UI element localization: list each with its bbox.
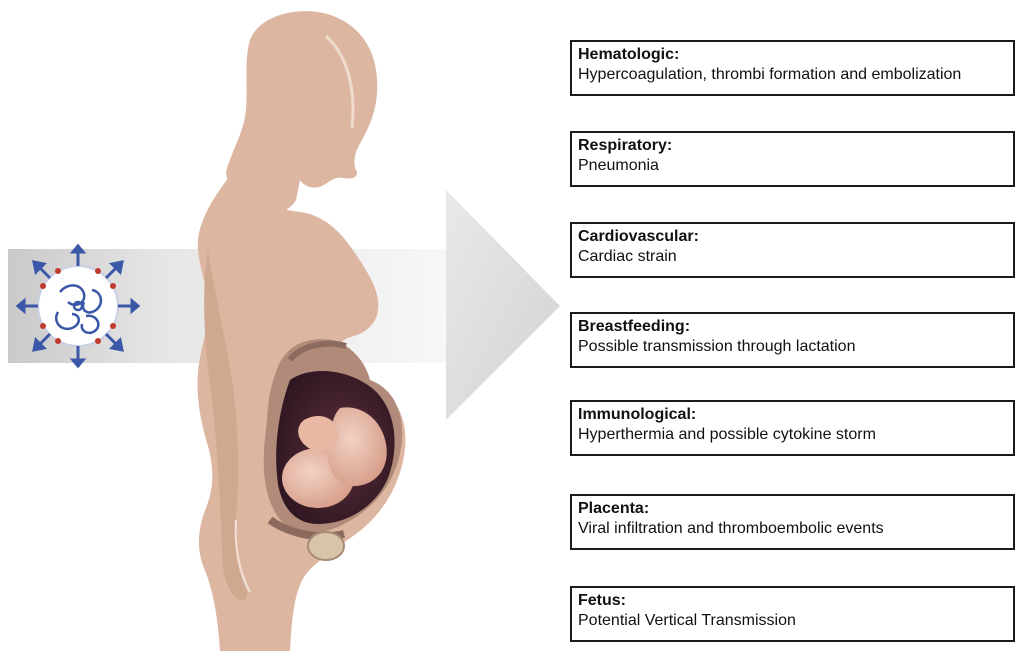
effect-title: Immunological:	[578, 405, 1007, 425]
effect-immunological: Immunological: Hyperthermia and possible…	[570, 400, 1015, 456]
effect-respiratory: Respiratory: Pneumonia	[570, 131, 1015, 187]
effect-title: Respiratory:	[578, 136, 1007, 156]
effect-title: Cardiovascular:	[578, 227, 1007, 247]
effect-description: Pneumonia	[578, 156, 1007, 176]
effect-title: Breastfeeding:	[578, 317, 1007, 337]
coronavirus-icon	[18, 246, 138, 366]
effect-description: Hyperthermia and possible cytokine storm	[578, 425, 1007, 445]
effect-fetus: Fetus: Potential Vertical Transmission	[570, 586, 1015, 642]
fetus-in-uterus-icon	[264, 339, 403, 560]
effect-title: Fetus:	[578, 591, 1007, 611]
effect-placenta: Placenta: Viral infiltration and thrombo…	[570, 494, 1015, 550]
effect-description: Cardiac strain	[578, 247, 1007, 267]
effect-cardiovascular: Cardiovascular: Cardiac strain	[570, 222, 1015, 278]
effect-description: Hypercoagulation, thrombi formation and …	[578, 65, 1007, 85]
illustration	[0, 0, 560, 651]
effect-title: Hematologic:	[578, 45, 1007, 65]
effect-hematologic: Hematologic: Hypercoagulation, thrombi f…	[570, 40, 1015, 96]
effect-title: Placenta:	[578, 499, 1007, 519]
effect-breastfeeding: Breastfeeding: Possible transmission thr…	[570, 312, 1015, 368]
effect-description: Possible transmission through lactation	[578, 337, 1007, 357]
effect-description: Viral infiltration and thromboembolic ev…	[578, 519, 1007, 539]
effect-description: Potential Vertical Transmission	[578, 611, 1007, 631]
